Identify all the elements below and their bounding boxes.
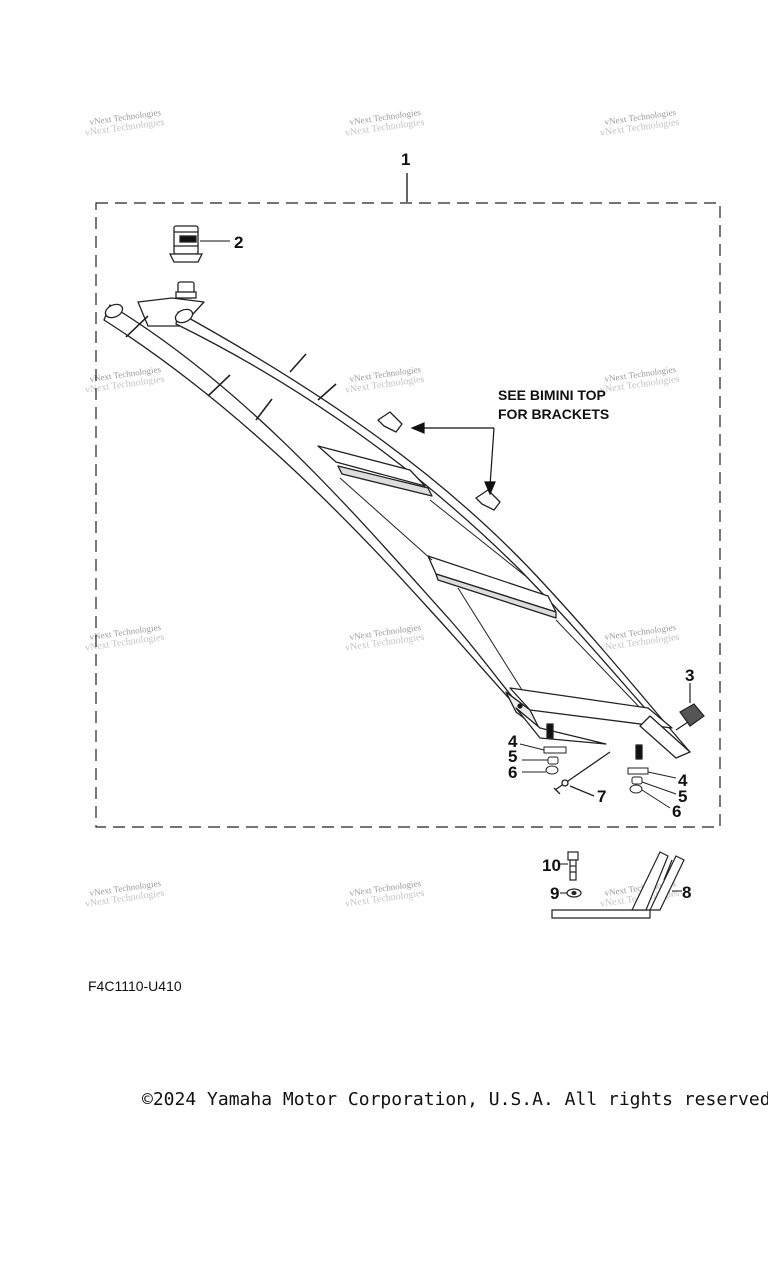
wakeboard-tower-frame — [103, 297, 691, 760]
bimini-note-line2: FOR BRACKETS — [498, 406, 609, 422]
tube-end — [174, 308, 194, 324]
note-arrows — [410, 422, 496, 496]
watermark: vNext Technologies vNext Technologies — [344, 878, 425, 910]
callout-3: 3 — [685, 666, 694, 685]
watermark: vNext Technologies vNext Technologies — [84, 622, 165, 654]
callout-2: 2 — [234, 233, 243, 252]
spacer-4-right — [627, 767, 649, 775]
stud-right — [635, 744, 643, 760]
spacer-4-left — [543, 746, 567, 754]
washer-5-right — [631, 776, 643, 785]
cross-panel — [317, 445, 426, 487]
watermark: vNext Technologies vNext Technologies — [84, 107, 165, 139]
tube-end — [104, 303, 124, 319]
copyright-notice: ©2024 Yamaha Motor Corporation, U.S.A. A… — [142, 1089, 768, 1110]
callout-4-left: 4 — [508, 732, 518, 751]
callout-4-right: 4 — [678, 771, 688, 790]
watermark: vNext Technologies vNext Technologies — [344, 622, 425, 654]
callout-6-left: 6 — [508, 763, 517, 782]
watermark: vNext Technologies vNext Technologies — [599, 107, 680, 139]
watermark: vNext Technologies vNext Technologies — [84, 878, 165, 910]
washer-5-left — [547, 756, 559, 765]
callout-5-left: 5 — [508, 747, 517, 766]
callout-7: 7 — [597, 787, 606, 806]
bracket-part-8 — [551, 851, 685, 919]
callout-10: 10 — [542, 856, 561, 875]
watermark: vNext Technologies vNext Technologies — [84, 364, 165, 396]
watermark: vNext Technologies vNext Technologies — [599, 622, 680, 654]
bimini-bracket-upper — [377, 411, 403, 433]
washer-part-9 — [566, 888, 582, 898]
bimini-bracket-lower — [475, 489, 501, 511]
callout-8: 8 — [682, 883, 691, 902]
nut-6-left — [545, 765, 559, 775]
bolt-part-10 — [567, 851, 579, 881]
bimini-note-line1: SEE BIMINI TOP — [498, 387, 606, 403]
watermarks: vNext Technologies vNext Technologies vN… — [84, 107, 680, 910]
left-fasteners — [519, 743, 567, 775]
callout-9: 9 — [550, 884, 559, 903]
callout-5-right: 5 — [678, 787, 687, 806]
callout-1: 1 — [401, 150, 410, 169]
diagram-code: F4C1110-U410 — [88, 978, 182, 994]
assembly-boundary — [95, 202, 721, 828]
nut-6-right — [629, 784, 643, 794]
watermark: vNext Technologies vNext Technologies — [344, 107, 425, 139]
pin-part-7 — [553, 751, 611, 797]
watermark: vNext Technologies vNext Technologies — [344, 364, 425, 396]
callout-6-right: 6 — [672, 802, 681, 821]
right-fasteners — [627, 767, 677, 809]
stud-left — [546, 723, 554, 739]
knob-part-3 — [675, 683, 705, 731]
cap-part-2 — [168, 225, 204, 299]
lower-cross-bar — [509, 687, 673, 729]
watermark: vNext Technologies vNext Technologies — [599, 364, 680, 396]
